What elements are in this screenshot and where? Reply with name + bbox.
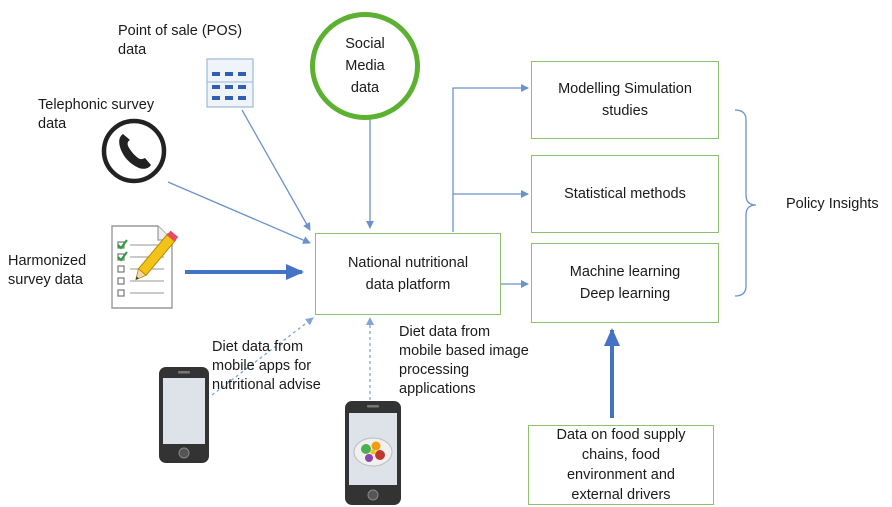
modelling-simulation-box: Modelling Simulation studies — [531, 61, 719, 139]
food-supply-box: Data on food supply chains, food environ… — [528, 425, 714, 505]
national-platform-box: National nutritional data platform — [315, 233, 501, 315]
social-media-circle: Social Media data — [310, 12, 420, 120]
harmonized-survey-label: Harmonized survey data — [8, 253, 87, 288]
telephonic-survey-label: Telephonic survey data — [38, 97, 155, 132]
arrow-platform-to-modelling — [452, 84, 529, 232]
phone-icon — [101, 118, 167, 184]
statistical-methods-box: Statistical methods — [531, 155, 719, 233]
policy-insights-label: Policy Insights — [786, 196, 879, 212]
pos-data-label: Point of sale (POS) data — [118, 23, 243, 58]
arrow-pos-to-platform — [241, 109, 311, 231]
arrow-telephonic-to-platform — [167, 181, 311, 244]
diet-image-label: Diet data from mobile based image proces… — [399, 324, 529, 397]
pos-table-icon — [206, 58, 254, 108]
checklist-pencil-icon — [111, 225, 179, 309]
policy-brace — [734, 109, 757, 297]
machine-learning-box: Machine learning Deep learning — [531, 243, 719, 323]
diet-apps-label: Diet data from mobile apps for nutrition… — [212, 339, 321, 393]
smartphone-icon — [159, 367, 209, 463]
food-scan-phone-icon — [345, 401, 401, 505]
